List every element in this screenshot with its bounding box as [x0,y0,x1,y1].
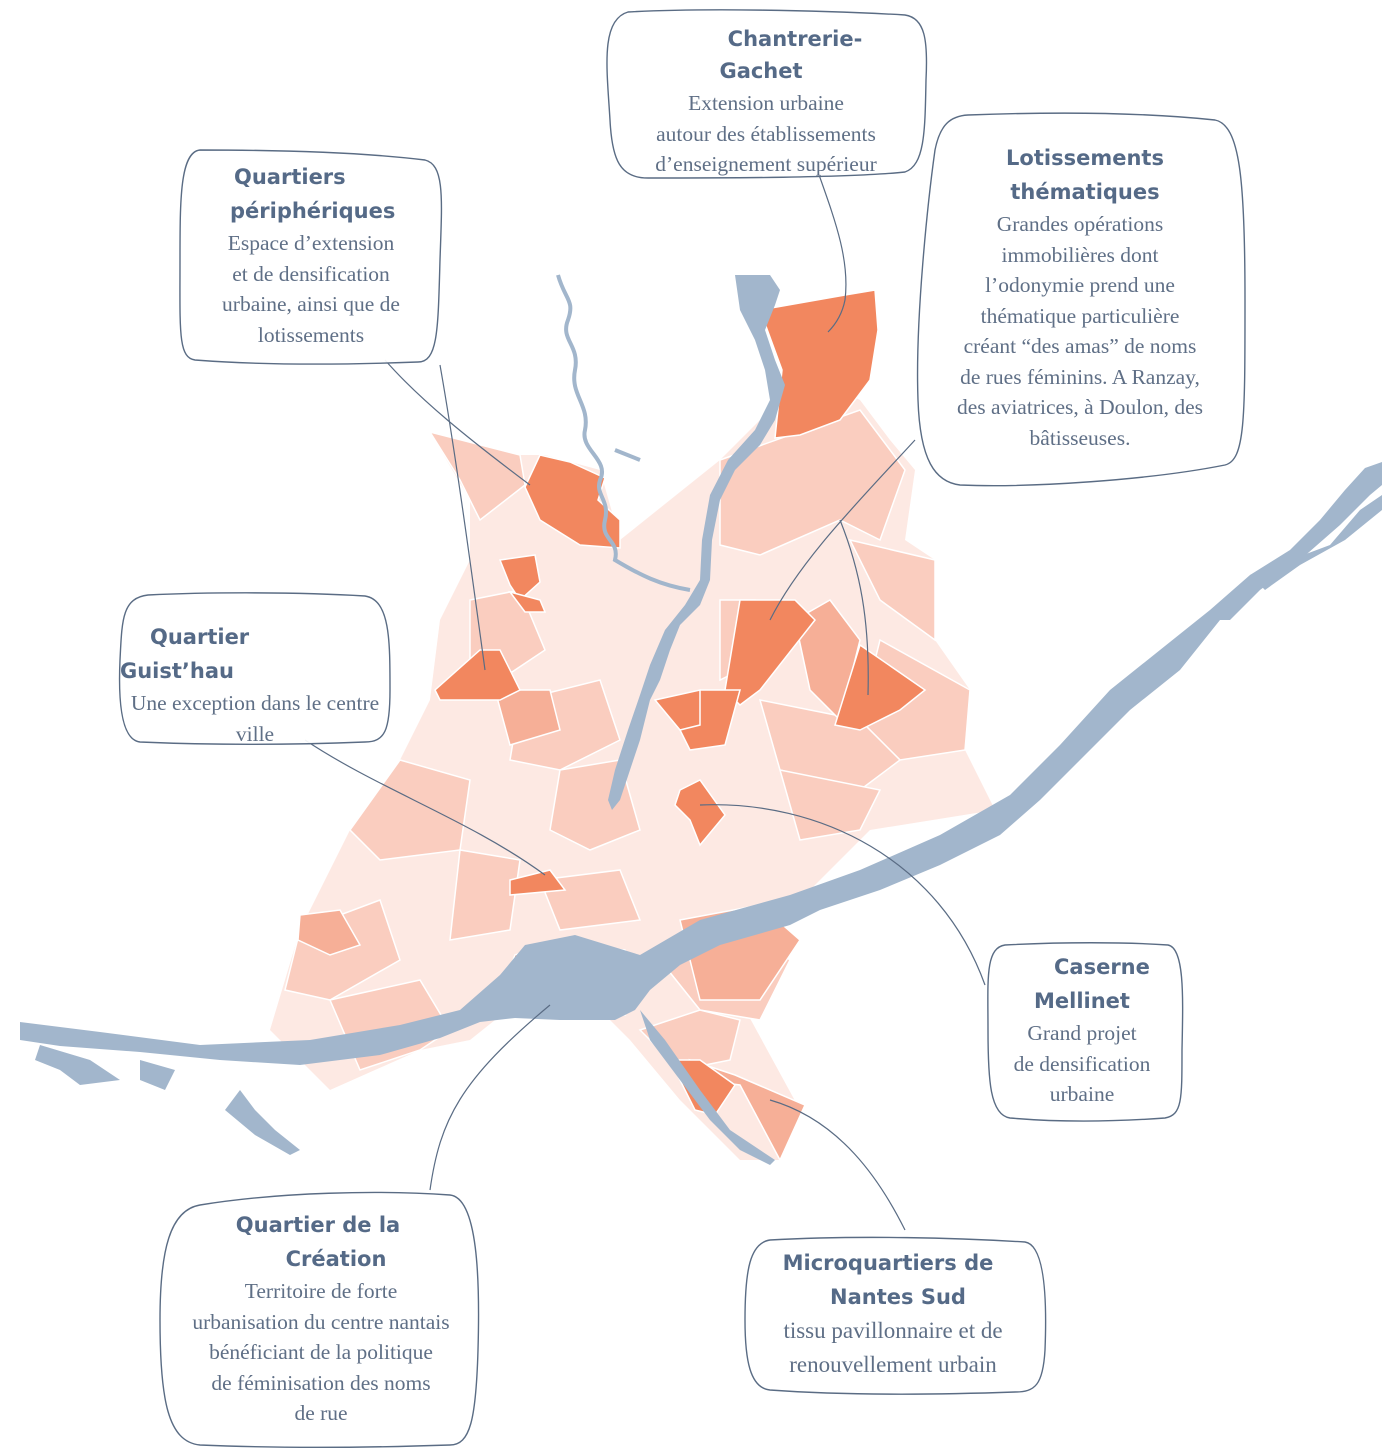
annotation-text: Grandes opérations [996,212,1164,236]
annotation-text: Grand projet [1027,1021,1137,1045]
annotation-title: Guist’hau [120,659,234,683]
annotation-nantes-sud: Microquartiers de Nantes Sud tissu pavil… [748,1246,1038,1382]
annotation-mellinet: Caserne Mellinet Grand projet de densifi… [992,950,1172,1110]
annotation-text: des aviatrices, à Doulon, des [957,395,1203,419]
annotation-title: Mellinet [1034,989,1130,1013]
annotation-title: Création [285,1247,387,1271]
annotation-title: Quartiers [234,165,346,189]
annotation-title: thématiques [1010,180,1160,204]
annotation-chantrerie: Chantrerie- Gachet Extension urbaine aut… [616,22,916,180]
annotation-text: autour des établissements [656,121,876,146]
leader-lines [304,171,986,1231]
annotation-text: urbaine, ainsi que de [222,292,400,316]
annotation-title: Quartier de la [235,1213,401,1237]
frame-mellinet [987,942,1184,1122]
frame-peripheriques [179,149,443,365]
annotation-text: Territoire de forte [244,1279,398,1303]
annotation-title: Gachet [719,59,803,83]
annotation-text: de rues féminins. A Ranzay, [960,364,1200,389]
frame-chantrerie [606,9,928,179]
frame-lotissements [916,112,1246,487]
frame-guisthau [118,592,391,745]
annotation-text: renouvellement urbain [789,1352,997,1377]
annotation-title: Chantrerie- [727,27,863,51]
annotation-peripheriques: Quartiers périphériques Espace d’extensi… [186,160,436,350]
annotation-text: Une exception dans le centre [130,691,380,715]
annotation-title: Caserne [1054,955,1150,979]
annotation-text: tissu pavillonnaire et de [783,1318,1003,1343]
annotation-title: Quartier [150,625,250,649]
city-area [270,380,995,1160]
annotation-creation: Quartier de la Création Territoire de fo… [166,1208,476,1429]
annotation-text: et de densification [232,261,390,286]
frame-creation [159,1191,480,1448]
erdre-river [608,275,785,810]
annotation-title: Microquartiers de [782,1251,994,1275]
annotation-text: Extension urbaine [688,91,844,115]
annotation-text: de densification [1013,1051,1151,1076]
annotation-lotissements: Lotissements thématiques Grandes opérati… [930,141,1230,453]
annotation-frames [118,9,1246,1448]
loire-river [20,462,1382,1165]
annotation-guisthau: Quartier Guist’hau Une exception dans le… [100,620,410,749]
districts-strong [434,289,927,1116]
annotation-text: de rue [294,1401,348,1425]
annotation-text: immobilières dont [1001,242,1159,267]
cens-river [556,274,691,592]
annotation-text: urbaine [1049,1082,1115,1106]
annotation-text: bénéficiant de la politique [209,1340,433,1364]
frame-nantes-sud [744,1236,1047,1395]
annotation-text: ville [235,721,275,746]
annotation-text: de féminisation des noms [211,1370,431,1395]
annotation-text: lotissements [257,322,365,347]
annotation-text: créant “des amas” de noms [963,334,1197,358]
annotation-text: urbanisation du centre nantais [192,1309,450,1334]
annotation-text: d’enseignement supérieur [655,152,877,176]
annotation-title: Nantes Sud [830,1285,966,1309]
annotation-text: Espace d’extension [227,231,395,255]
annotation-text: bâtisseuses. [1029,425,1131,450]
annotation-text: l’odonymie prend une [985,273,1175,297]
annotation-text: thématique particulière [980,303,1180,328]
annotation-title: périphériques [230,199,396,223]
annotation-title: Lotissements [1006,146,1164,170]
